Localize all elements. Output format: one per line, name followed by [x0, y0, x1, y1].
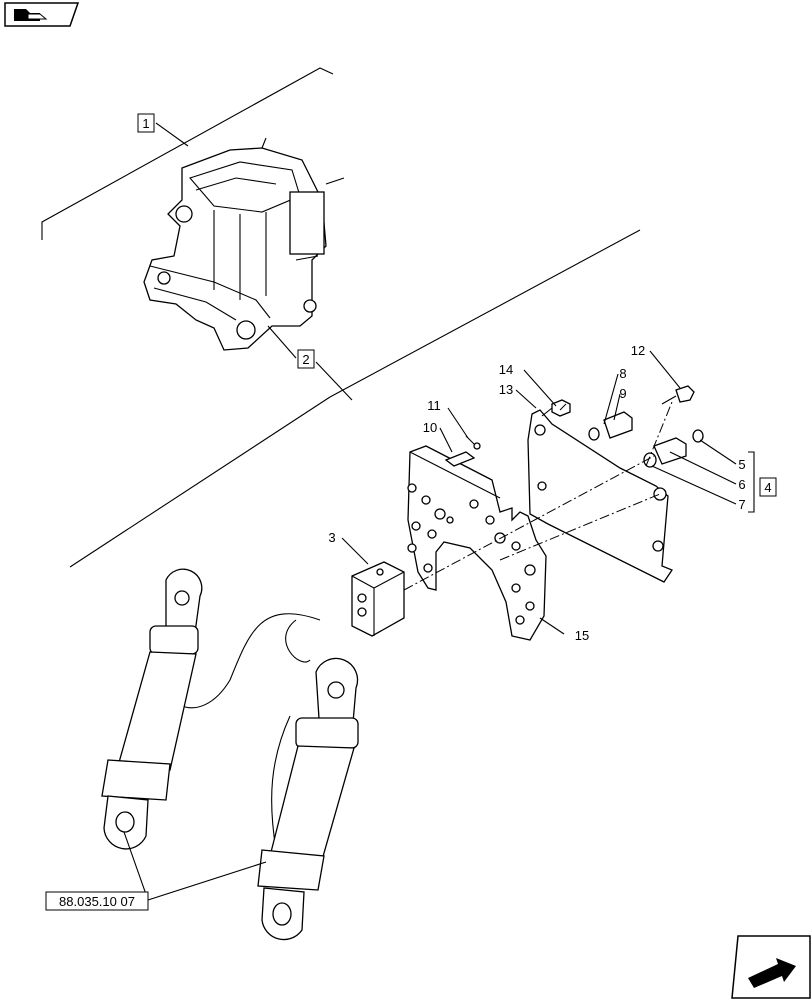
valve-block: [351, 561, 405, 637]
arrow-forward-icon[interactable]: [731, 935, 811, 999]
coupler-upper: [588, 411, 633, 441]
assembly-outline: [41, 67, 641, 568]
callout-3[interactable]: 3: [328, 530, 335, 545]
callout-11[interactable]: 11: [427, 398, 441, 413]
callout-13[interactable]: 13: [499, 382, 513, 397]
callout-4[interactable]: 4: [764, 480, 771, 495]
callout-9[interactable]: 9: [619, 386, 626, 401]
callout-8[interactable]: 8: [619, 366, 626, 381]
bolt-12: [661, 385, 695, 405]
callout-5[interactable]: 5: [738, 457, 745, 472]
callout-1[interactable]: 1: [142, 116, 149, 131]
callout-6[interactable]: 6: [738, 477, 745, 492]
mounting-bracket: [407, 445, 547, 641]
callout-12[interactable]: 12: [631, 343, 645, 358]
bolt-14: [541, 399, 571, 417]
callout-7[interactable]: 7: [738, 497, 745, 512]
leader-lines: [123, 122, 755, 901]
book-icon[interactable]: [4, 2, 80, 27]
callout-boxes: [45, 113, 777, 911]
pad: [444, 451, 476, 467]
callout-10[interactable]: 10: [423, 420, 437, 435]
front-hitch-frame: [143, 137, 345, 351]
callout-14[interactable]: 14: [499, 362, 513, 377]
hydraulic-cylinder-right: [257, 657, 359, 941]
hydraulic-cylinder-left: [101, 568, 203, 850]
screw-small: [465, 435, 481, 450]
coupler-lower: [643, 429, 704, 468]
callout-15[interactable]: 15: [575, 628, 589, 643]
mounting-plate: [527, 409, 673, 583]
callout-2[interactable]: 2: [302, 352, 309, 367]
assembly-lines: [403, 401, 673, 591]
reference-label[interactable]: 88.035.10 07: [59, 894, 135, 909]
